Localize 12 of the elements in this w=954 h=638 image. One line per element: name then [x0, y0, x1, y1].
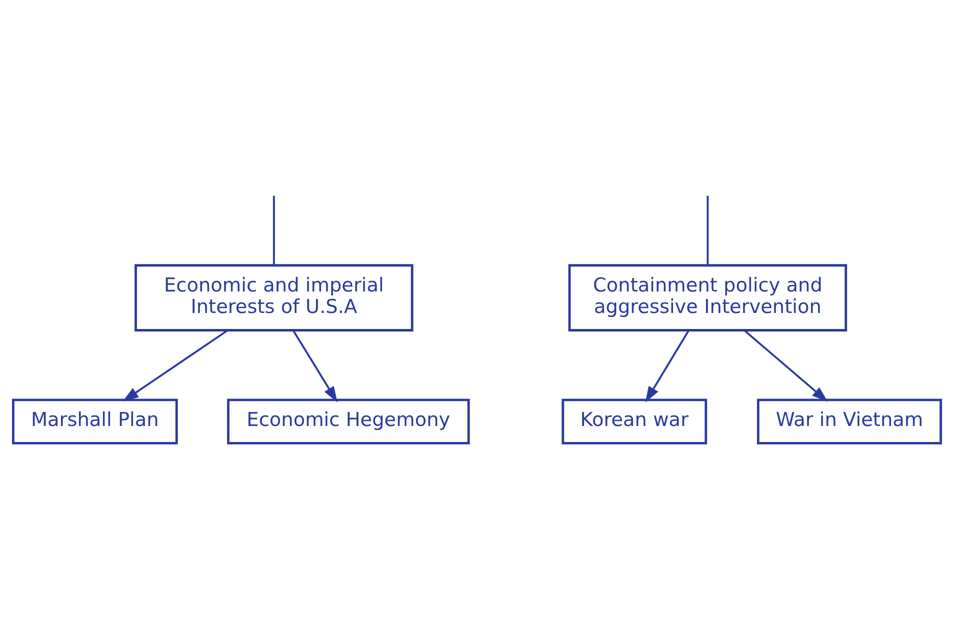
node-box: War in Vietnam: [756, 398, 942, 444]
arrow: [744, 330, 828, 402]
arrow: [645, 330, 690, 402]
arrow: [122, 329, 228, 402]
node-box: Economic Hegemony: [227, 398, 470, 444]
node-box: Economic and imperial Interests of U.S.A: [134, 264, 414, 332]
node-box: Korean war: [562, 398, 708, 444]
connector: [706, 196, 709, 265]
connector: [272, 196, 275, 265]
node-box: Containment policy and aggressive Intervention: [568, 264, 848, 332]
arrow: [292, 330, 338, 402]
node-box: Marshall Plan: [12, 398, 178, 444]
